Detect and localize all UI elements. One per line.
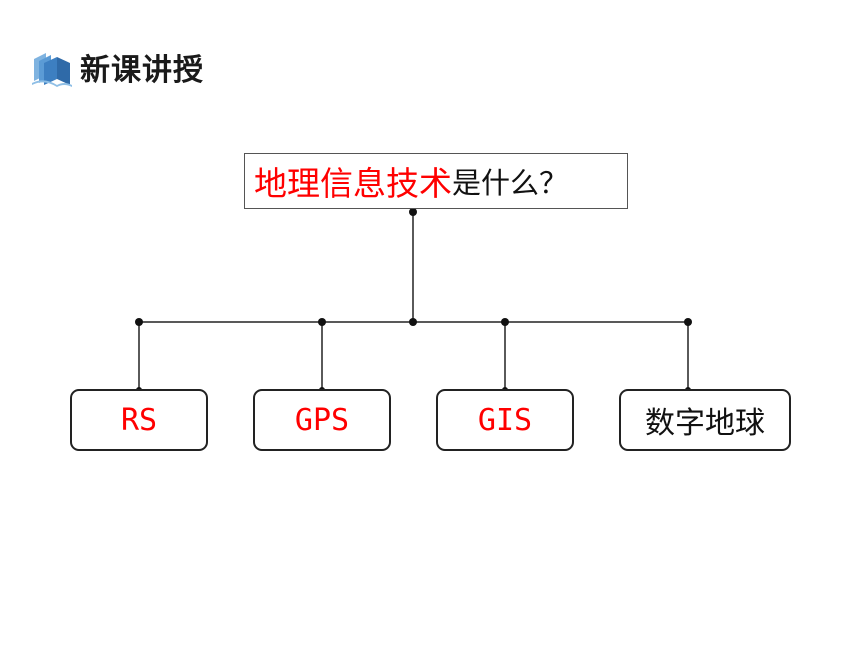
child-label-rs: RS xyxy=(120,402,158,438)
connector-dot xyxy=(409,318,417,326)
child-node-gps: GPS xyxy=(253,389,391,451)
root-suffix-text: 是什么？ xyxy=(452,166,569,200)
root-node: 地理信息技术是什么？ xyxy=(244,153,628,209)
root-highlight-text: 地理信息技术 xyxy=(254,164,452,203)
child-label-digital-earth: 数字地球 xyxy=(645,406,765,441)
connector-dot xyxy=(318,318,326,326)
child-label-gps: GPS xyxy=(294,402,350,438)
connector-dot xyxy=(409,208,417,216)
connector-dot xyxy=(501,318,509,326)
connector-dot xyxy=(135,318,143,326)
child-label-gis: GIS xyxy=(477,402,533,438)
book-icon xyxy=(32,53,72,87)
connector-dot xyxy=(684,318,692,326)
child-node-rs: RS xyxy=(70,389,208,451)
child-node-digital-earth: 数字地球 xyxy=(619,389,791,451)
section-header: 新课讲授 xyxy=(30,44,204,90)
child-node-gis: GIS xyxy=(436,389,574,451)
header-title: 新课讲授 xyxy=(80,53,204,88)
